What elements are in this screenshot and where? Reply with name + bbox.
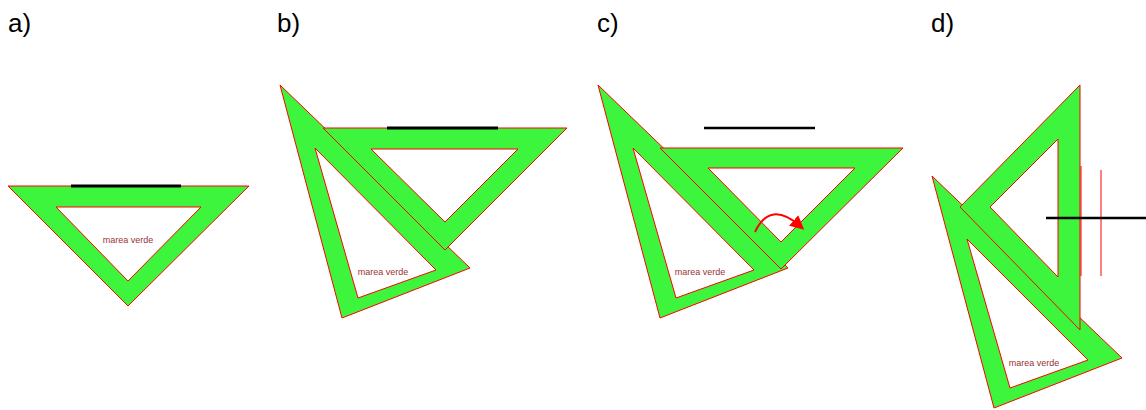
set-square-45 <box>660 148 903 269</box>
set-square-45 <box>8 186 249 306</box>
watermark: marea verde <box>358 268 409 277</box>
set-square-30-60 <box>598 85 788 318</box>
set-square-45 <box>323 128 567 250</box>
panel-letter: a) <box>8 10 31 36</box>
drawn-line <box>1046 217 1146 220</box>
drawn-line <box>387 127 498 130</box>
panel-letter: d) <box>931 10 954 36</box>
guide-line <box>1101 170 1102 276</box>
drawn-line <box>71 185 181 188</box>
set-square-30-60 <box>932 176 1122 408</box>
watermark: marea verde <box>1009 359 1060 368</box>
rotation-arrow <box>755 214 800 232</box>
guide-line <box>1081 166 1082 276</box>
drawn-line <box>704 127 815 130</box>
watermark: marea verde <box>675 268 726 277</box>
panel-letter: b) <box>277 10 300 36</box>
set-square-30-60 <box>280 85 470 318</box>
panel-letter: c) <box>597 10 619 36</box>
watermark: marea verde <box>103 236 154 245</box>
set-square-45 <box>960 85 1080 330</box>
